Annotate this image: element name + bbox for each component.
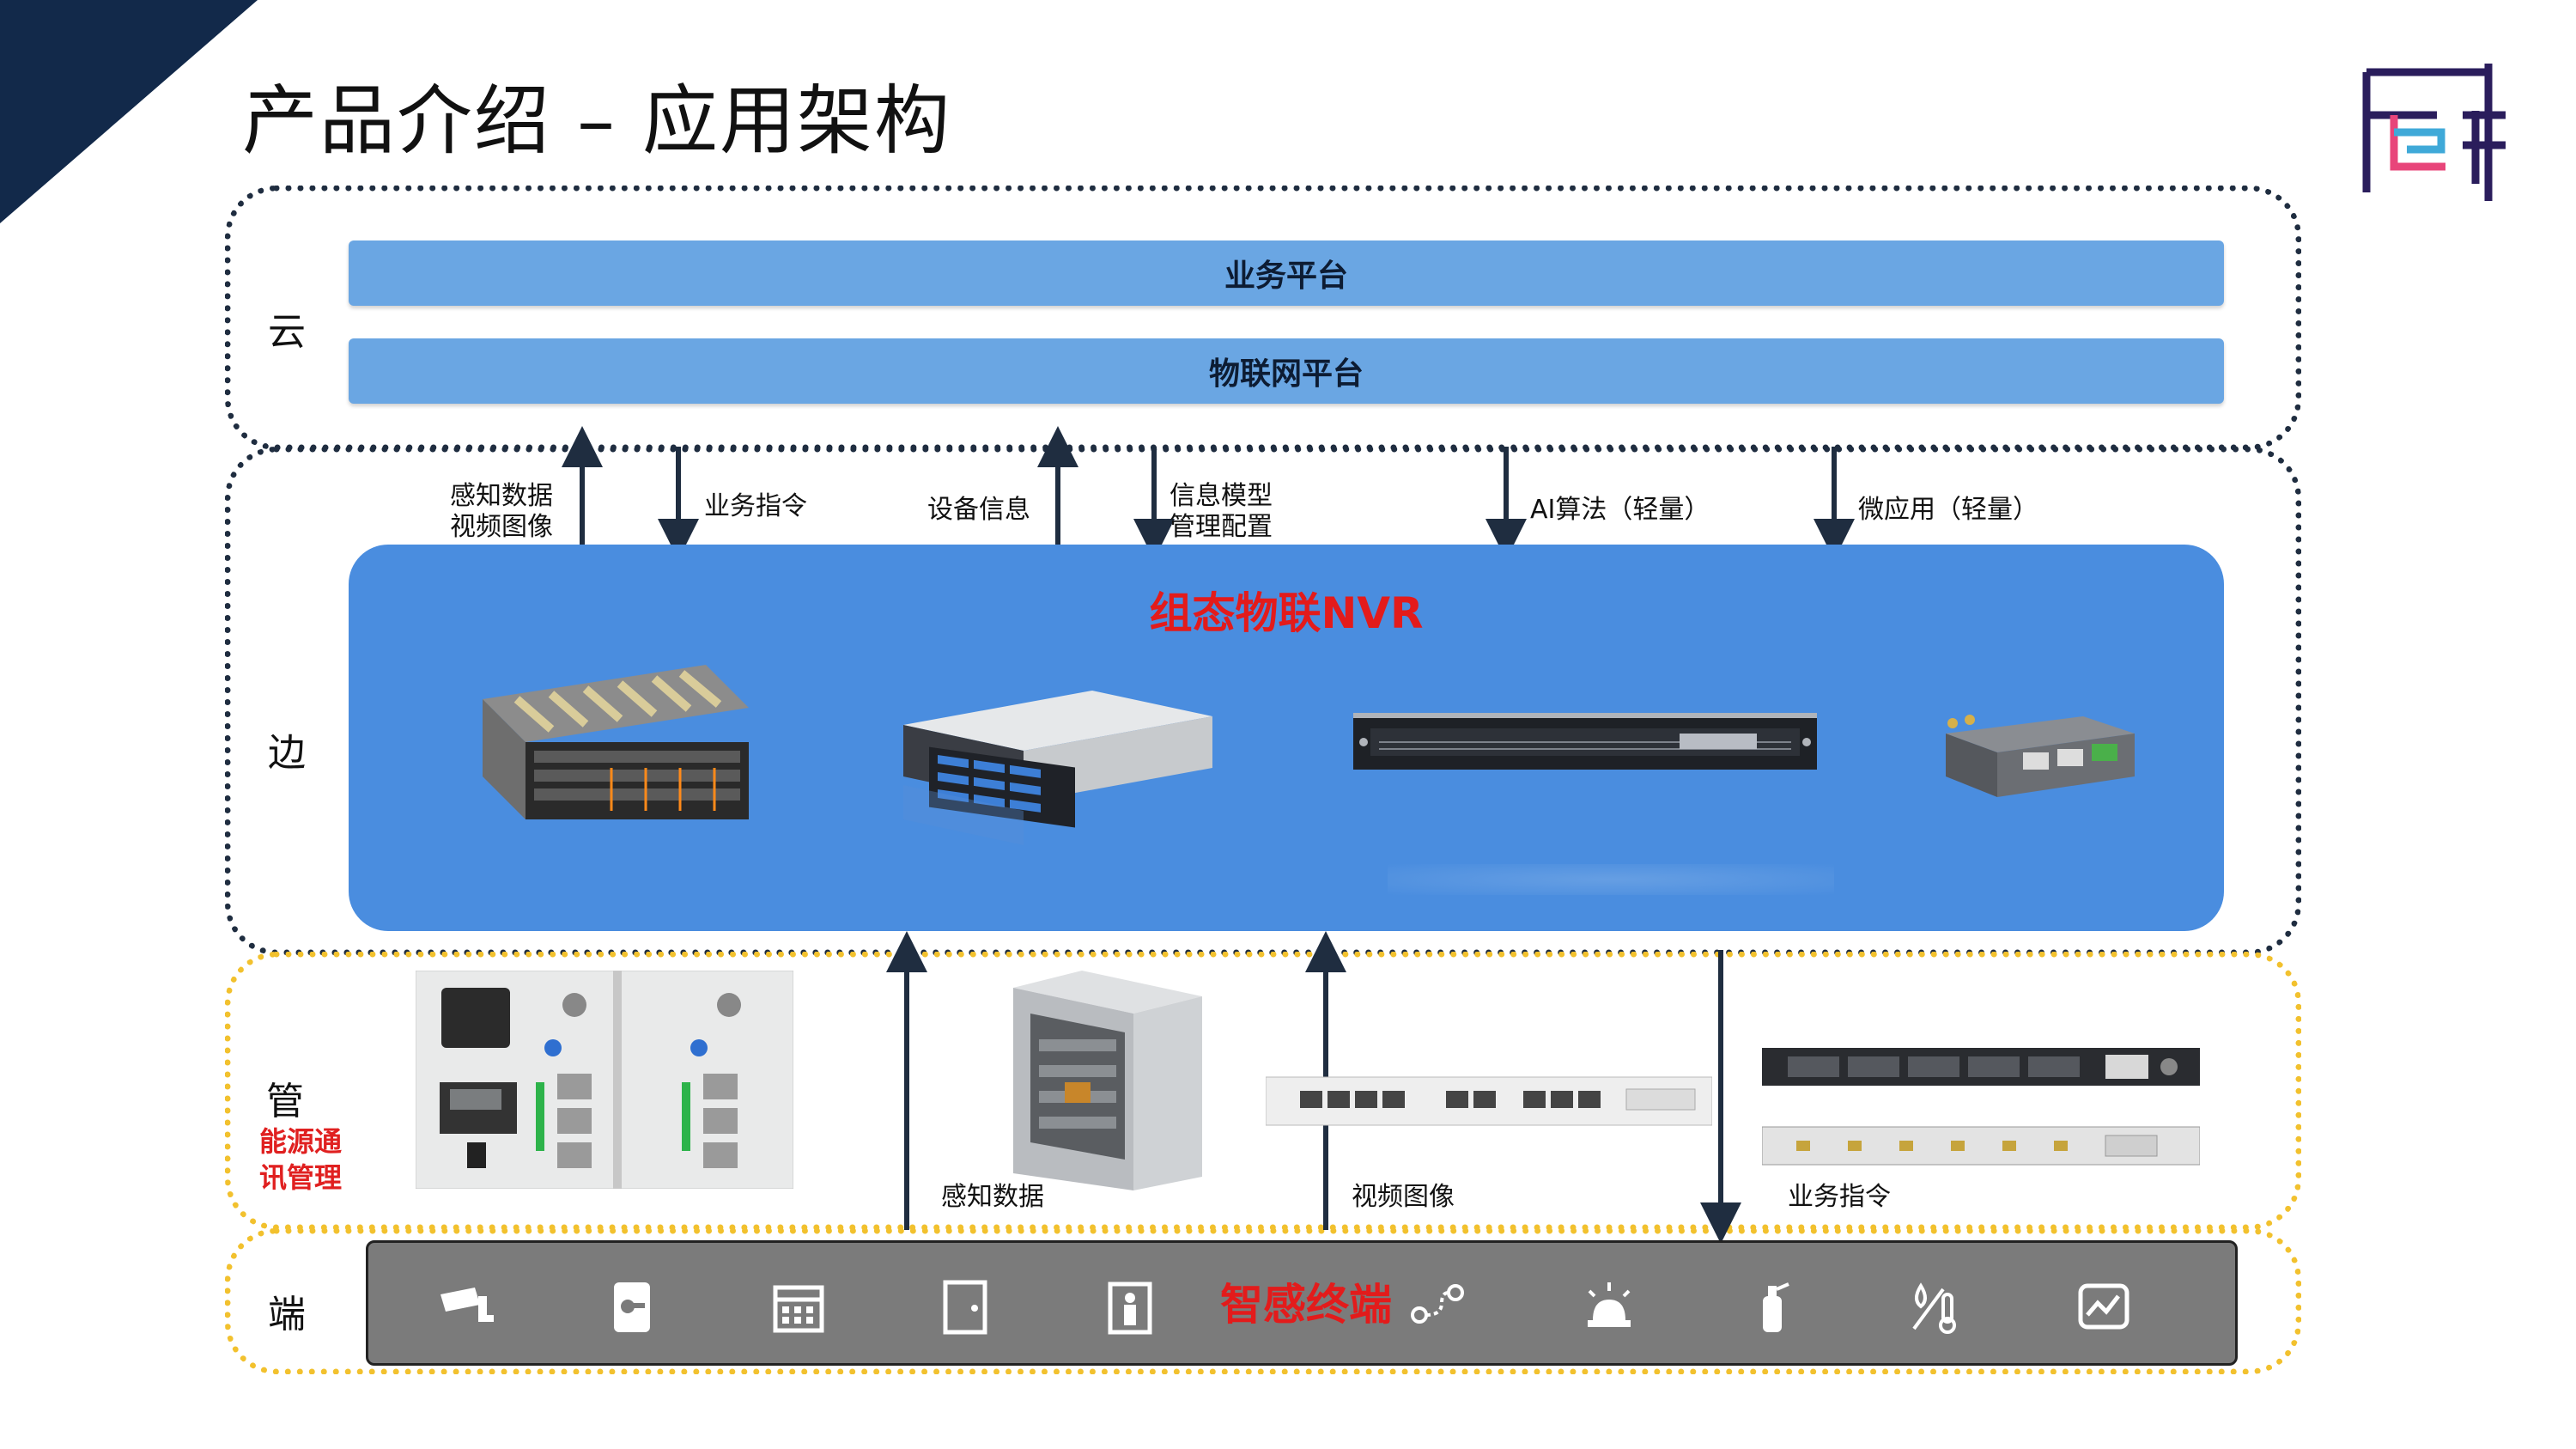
flow-label-line: 信息模型 bbox=[1170, 481, 1273, 511]
flow-label-sensing-video: 感知数据 视频图像 bbox=[450, 481, 553, 543]
pipe-layer-label: 管 bbox=[266, 1080, 304, 1123]
business-platform-bar: 业务平台 bbox=[349, 240, 2224, 306]
brand-logo bbox=[2362, 64, 2506, 201]
terminal-layer-label: 端 bbox=[268, 1293, 306, 1336]
iot-platform-bar: 物联网平台 bbox=[349, 338, 2224, 404]
flow-label-line: 视频图像 bbox=[450, 512, 553, 542]
pipe-sublabel-line2: 讯管理 bbox=[258, 1161, 342, 1194]
storage-server-image bbox=[903, 691, 1212, 845]
page-title: 产品介绍 – 应用架构 bbox=[242, 76, 951, 165]
fire-extinguisher-icon bbox=[1763, 1282, 1789, 1332]
flow-label-ai-algorithm: AI算法（轻量） bbox=[1530, 495, 1710, 525]
alarm-light-icon bbox=[1588, 1282, 1631, 1327]
corner-decoration bbox=[0, 0, 258, 223]
pipe-sublabel-line1: 能源通 bbox=[258, 1125, 342, 1158]
flow-label-business-command: 业务指令 bbox=[704, 491, 807, 521]
flow-label-business-command-bottom: 业务指令 bbox=[1788, 1182, 1891, 1212]
flow-label-sensing-data: 感知数据 bbox=[941, 1182, 1044, 1212]
flow-label-line: 管理配置 bbox=[1170, 512, 1273, 542]
monitor-chart-icon bbox=[2078, 1283, 2129, 1330]
cloud-layer-label: 云 bbox=[268, 310, 306, 354]
door-icon bbox=[943, 1280, 987, 1335]
edge-gateway-image bbox=[1946, 715, 2135, 797]
flow-label-model-config: 信息模型 管理配置 bbox=[1170, 481, 1273, 543]
door-lock-icon bbox=[614, 1282, 650, 1332]
network-switch-image bbox=[1266, 1076, 1712, 1126]
flow-label-device-info: 设备信息 bbox=[927, 495, 1030, 525]
nvr-panel: 组态物联NVR bbox=[349, 545, 2224, 931]
flow-label-micro-app: 微应用（轻量） bbox=[1858, 495, 2038, 525]
temperature-humidity-icon bbox=[1912, 1282, 1956, 1334]
flow-label-line: 感知数据 bbox=[450, 481, 553, 511]
sensor-strip-image bbox=[1762, 1126, 2200, 1166]
pipe-layer-sublabel: 能源通 讯管理 bbox=[249, 1123, 352, 1196]
gpu-server-image bbox=[483, 665, 749, 819]
smart-terminal-title: 智感终端 bbox=[1220, 1280, 1392, 1330]
appliance-shadow bbox=[1388, 864, 1834, 895]
flow-label-video-image: 视频图像 bbox=[1352, 1182, 1455, 1212]
nvr-title: 组态物联NVR bbox=[1149, 588, 1424, 638]
outdoor-cabinet-image bbox=[1013, 971, 1202, 1190]
terminal-layer bbox=[225, 1228, 2301, 1374]
edge-layer-label: 边 bbox=[268, 731, 306, 775]
pdu-strip-image bbox=[1762, 1048, 2200, 1086]
rack-appliance-image bbox=[1353, 713, 1817, 770]
camera-icon bbox=[440, 1288, 494, 1322]
calendar-icon bbox=[773, 1285, 824, 1333]
pipe-layer bbox=[225, 952, 2301, 1230]
power-module-image bbox=[416, 971, 793, 1189]
elevator-icon bbox=[1108, 1282, 1152, 1335]
smart-terminal-bar: 智感终端 bbox=[366, 1240, 2238, 1366]
location-route-icon bbox=[1411, 1284, 1464, 1324]
